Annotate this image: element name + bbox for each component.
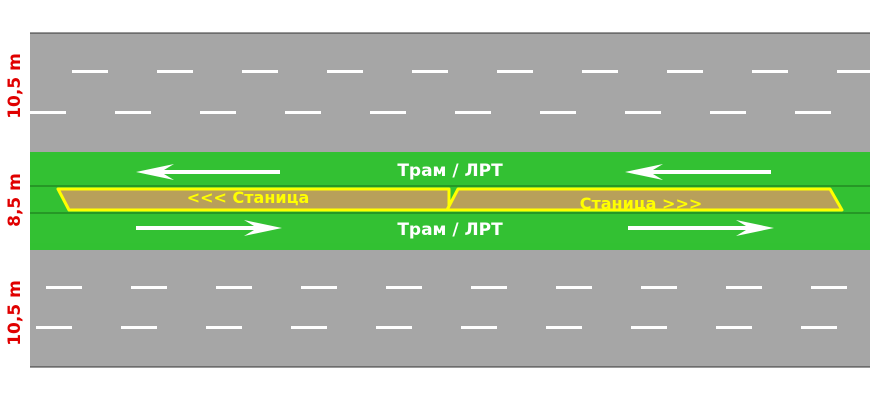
platform-right — [445, 187, 844, 212]
dimension-label-top-road: 10,5 m — [5, 53, 25, 119]
lane-dash — [752, 70, 788, 73]
lane-dash — [327, 70, 363, 73]
lane-dash — [801, 326, 837, 329]
station-label-right: Станица >>> — [580, 194, 703, 213]
tram-corridor-top-strip — [30, 152, 870, 157]
lane-dash — [115, 111, 151, 114]
dimension-label-bottom-road: 10,5 m — [5, 280, 25, 346]
tram-lane-label-lower: Трам / ЛРТ — [397, 220, 503, 240]
lane-dash — [301, 286, 337, 289]
tram-corridor-bottom-strip — [30, 243, 870, 250]
lane-dash — [811, 286, 847, 289]
lane-dash — [710, 111, 746, 114]
lane-dash — [726, 286, 762, 289]
lane-dash — [497, 70, 533, 73]
lane-dash — [795, 111, 831, 114]
lane-dash — [376, 326, 412, 329]
tram-lane-label-upper: Трам / ЛРТ — [397, 161, 503, 181]
arrow-right-icon — [136, 220, 282, 236]
arrow-right-icon — [628, 220, 774, 236]
dimension-label-tram-corridor: 8,5 m — [5, 173, 25, 227]
lane-dash — [121, 326, 157, 329]
lane-dash — [216, 286, 252, 289]
lane-dash — [667, 70, 703, 73]
lane-dash — [157, 70, 193, 73]
lane-dash — [461, 326, 497, 329]
top-roadway — [30, 32, 870, 152]
lane-dash — [285, 111, 321, 114]
lane-dash — [582, 70, 618, 73]
lane-dash — [46, 286, 82, 289]
lane-markings-bottom-2 — [36, 326, 837, 329]
lane-dash — [455, 111, 491, 114]
lane-dash — [36, 326, 72, 329]
station-label-left: <<< Станица — [187, 188, 310, 207]
lane-dash — [837, 70, 870, 73]
lane-markings-top-1 — [72, 70, 870, 73]
lane-markings-bottom-1 — [46, 286, 847, 289]
road-surface-bottom — [30, 250, 870, 367]
lane-dash — [471, 286, 507, 289]
lane-dash — [386, 286, 422, 289]
arrow-left-icon — [625, 164, 771, 180]
bottom-roadway — [30, 250, 870, 368]
lane-dash — [556, 286, 592, 289]
lane-dash — [412, 70, 448, 73]
lane-dash — [242, 70, 278, 73]
lane-dash — [546, 326, 582, 329]
arrow-left-icon — [136, 164, 280, 180]
lane-dash — [625, 111, 661, 114]
lane-dash — [716, 326, 752, 329]
lane-dash — [641, 286, 677, 289]
lane-dash — [30, 111, 66, 114]
road-surface-top — [30, 33, 870, 152]
lane-dash — [72, 70, 108, 73]
lane-dash — [370, 111, 406, 114]
lane-dash — [206, 326, 242, 329]
lane-dash — [291, 326, 327, 329]
tram-corridor: Трам / ЛРТ Трам / ЛРТ <<< Станица Станиц… — [30, 152, 870, 250]
lane-markings-top-2 — [30, 111, 831, 114]
lane-dash — [200, 111, 236, 114]
lane-dash — [131, 286, 167, 289]
lane-dash — [540, 111, 576, 114]
lane-dash — [631, 326, 667, 329]
